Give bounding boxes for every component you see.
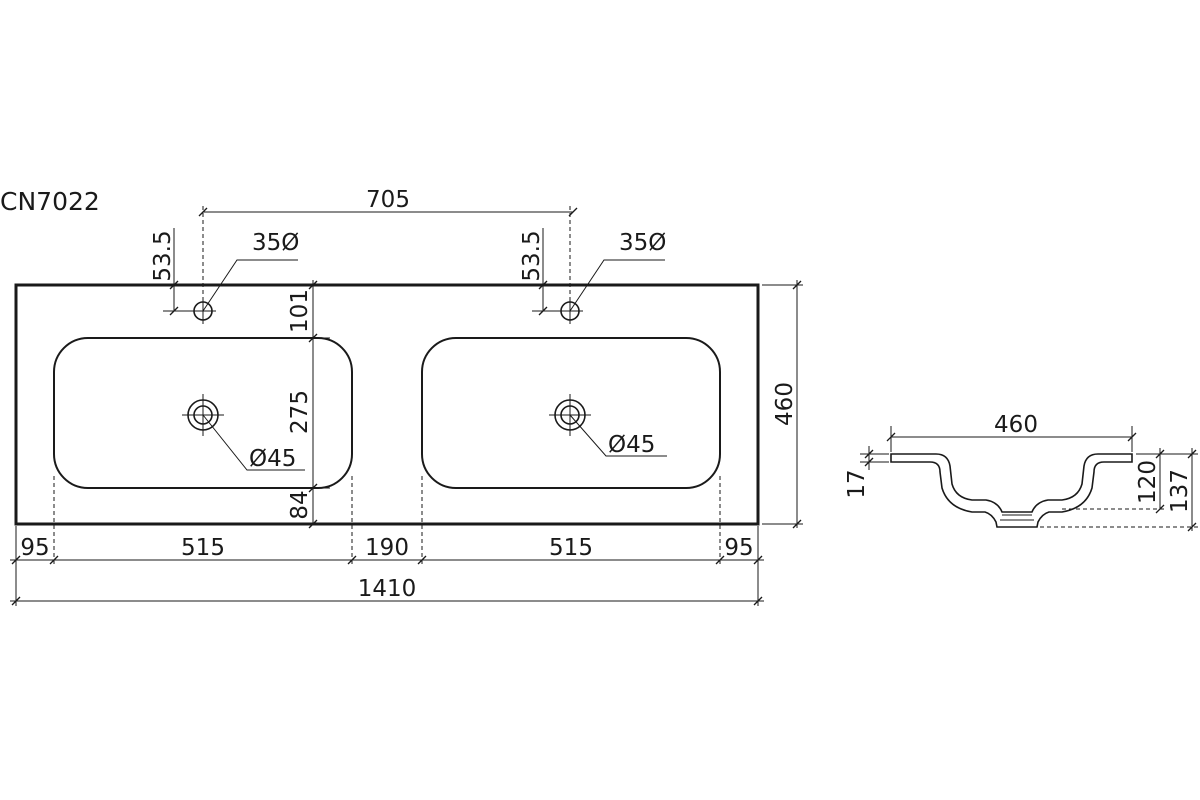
dim-tap-offset-right: 53.5 [519,230,545,281]
bowl-left [53,337,353,489]
section-view: 460 17 120 137 [844,412,1198,532]
dim-tap-offset-left: 53.5 [150,230,176,281]
dim-overall-width: 1410 [358,576,417,602]
basin-section-profile [890,453,1133,528]
dim-rim-thickness: 17 [844,469,870,498]
dim-bowl-width-right: 515 [549,535,593,561]
tap-hole-dia-right: 35Ø [619,230,666,256]
dim-section-total-height: 137 [1167,469,1193,513]
dim-bowl-to-front: 84 [287,490,313,519]
dim-tap-spacing: 705 [366,187,410,213]
model-title: CN7022 [0,187,100,216]
dim-back-to-bowl: 101 [287,289,313,333]
dim-edge-right: 95 [724,535,753,561]
plan-view: 705 53.5 53.5 35Ø 35Ø Ø45 Ø45 101 275 84 [10,187,803,606]
drain-dia-left: Ø45 [249,446,296,472]
dim-section-width: 460 [994,412,1038,438]
dim-edge-left: 95 [20,535,49,561]
countertop-outline [14,283,760,526]
dim-gap: 190 [365,535,409,561]
drain-dia-right: Ø45 [608,432,655,458]
tap-hole-dia-left: 35Ø [252,230,299,256]
dim-depth: 460 [772,382,798,426]
dim-bowl-depth: 275 [287,390,313,434]
dim-bowl-width-left: 515 [181,535,225,561]
bowl-right [421,337,721,489]
dim-section-bowl-depth: 120 [1135,460,1161,504]
